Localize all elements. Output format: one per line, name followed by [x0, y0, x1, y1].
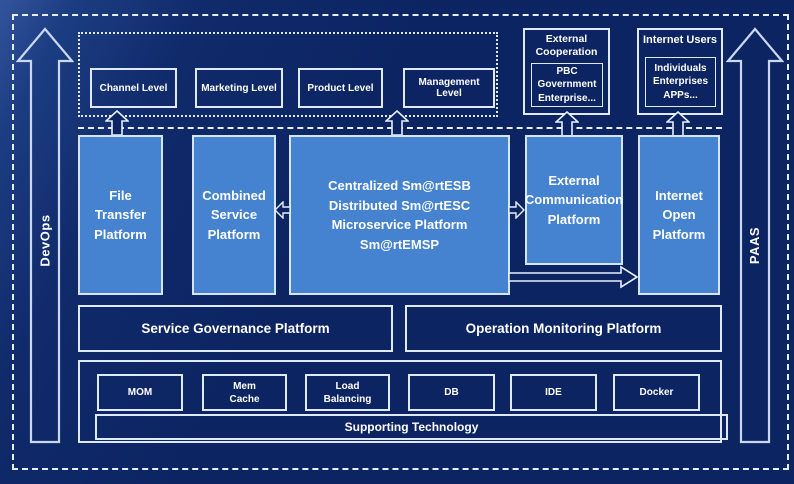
supporting-technology-bar: Supporting Technology — [95, 414, 728, 440]
load-balancing-box: Load Balancing — [305, 374, 390, 411]
docker-box: Docker — [613, 374, 700, 411]
flow-arrow-left-icon — [274, 201, 291, 219]
up-arrow-icon — [666, 111, 690, 137]
external-communication-platform-box: External Communication Platform — [525, 135, 623, 265]
up-arrow-icon — [385, 110, 409, 136]
flow-arrow-long-right-icon — [508, 265, 639, 289]
outer-dashed-border — [12, 14, 789, 470]
paas-up-arrow-icon — [726, 27, 784, 444]
pbc-government-enterprise-box: PBC Government Enterprise... — [531, 63, 603, 107]
internet-open-platform-box: Internet Open Platform — [638, 135, 720, 295]
service-governance-platform-box: Service Governance Platform — [78, 305, 393, 352]
up-arrow-icon — [555, 111, 579, 137]
product-level-box: Product Level — [298, 68, 383, 108]
up-arrow-icon — [105, 110, 129, 136]
central-esb-platform-box: Centralized Sm@rtESB Distributed Sm@rtES… — [289, 135, 510, 295]
external-cooperation-box: External Cooperation PBC Government Ente… — [523, 28, 610, 115]
marketing-level-box: Marketing Level — [195, 68, 283, 108]
flow-arrow-right-icon — [508, 201, 525, 219]
devops-label: DevOps — [37, 213, 53, 267]
individuals-enterprises-apps-box: Individuals Enterprises APPs... — [645, 57, 716, 107]
operation-monitoring-platform-box: Operation Monitoring Platform — [405, 305, 722, 352]
ide-box: IDE — [510, 374, 597, 411]
levels-dotted-container — [78, 32, 498, 117]
external-cooperation-title: External Cooperation — [535, 33, 598, 59]
management-level-box: Management Level — [403, 68, 495, 108]
file-transfer-platform-box: File Transfer Platform — [78, 135, 163, 295]
paas-label: PAAS — [747, 226, 763, 264]
mom-box: MOM — [97, 374, 183, 411]
mem-cache-box: Mem Cache — [202, 374, 287, 411]
internet-users-box: Internet Users Individuals Enterprises A… — [637, 28, 723, 115]
internet-users-title: Internet Users — [643, 34, 717, 46]
db-box: DB — [408, 374, 495, 411]
channel-level-box: Channel Level — [90, 68, 177, 108]
supporting-technology-container — [78, 360, 722, 443]
devops-up-arrow-icon — [16, 27, 74, 444]
combined-service-platform-box: Combined Service Platform — [192, 135, 276, 295]
